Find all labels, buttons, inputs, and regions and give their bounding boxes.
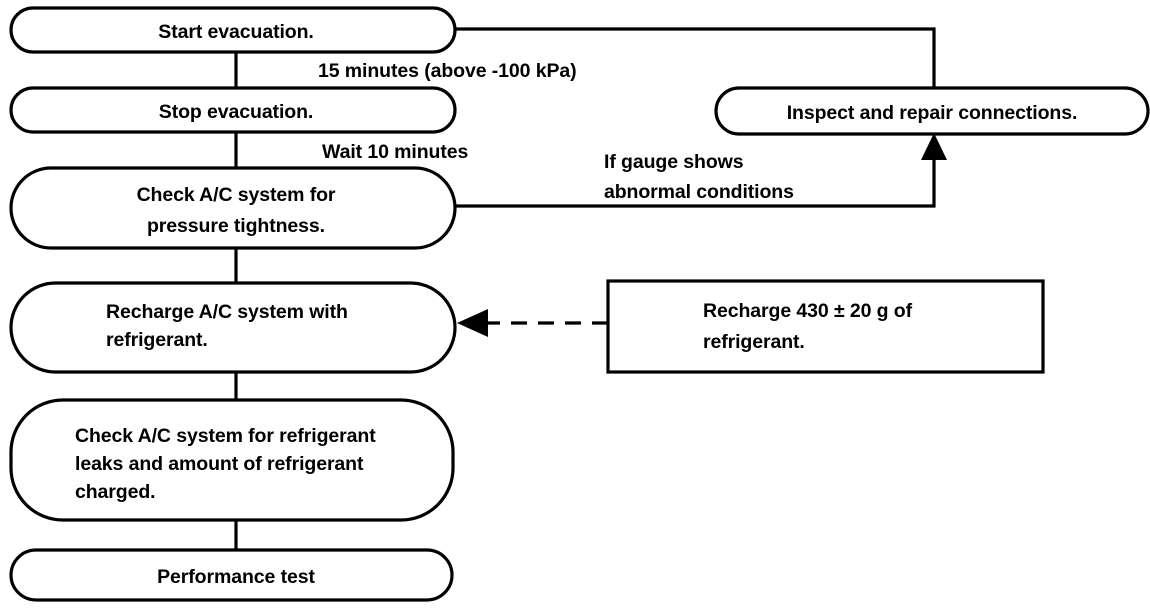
node-check-pressure-tightness-label-line2: pressure tightness. [147, 215, 325, 237]
edge-label-abnormal-conditions-line1: If gauge shows [604, 151, 744, 173]
edge-label-15-minutes: 15 minutes (above -100 kPa) [318, 60, 577, 82]
node-check-leaks-label-line3: charged. [75, 481, 155, 503]
edge-label-wait-10-minutes: Wait 10 minutes [322, 141, 468, 163]
node-recharge-system[interactable] [9, 281, 457, 374]
node-recharge-amount-note-label-line2: refrigerant. [703, 331, 805, 353]
node-start-evacuation-label: Start evacuation. [158, 21, 313, 43]
connector-check-pressure-to-inspect [455, 150, 936, 208]
arrowhead-left-to-recharge [457, 309, 488, 337]
node-recharge-amount-note[interactable] [606, 279, 1045, 374]
node-inspect-repair-connections-label: Inspect and repair connections. [787, 102, 1078, 124]
node-start-evacuation[interactable] [9, 6, 457, 54]
node-stop-evacuation[interactable] [9, 86, 457, 134]
node-performance-test[interactable] [9, 548, 454, 602]
node-check-pressure-tightness-label-line1: Check A/C system for [137, 184, 336, 206]
node-check-leaks-label-line1: Check A/C system for refrigerant [75, 425, 376, 447]
node-check-leaks-label-line2: leaks and amount of refrigerant [75, 453, 364, 475]
node-check-leaks[interactable] [9, 398, 455, 522]
node-recharge-system-label-line1: Recharge A/C system with [106, 301, 348, 323]
node-recharge-system-label-line2: refrigerant. [106, 329, 208, 351]
node-check-pressure-tightness[interactable] [9, 166, 457, 250]
node-inspect-repair-connections[interactable] [714, 86, 1150, 136]
connector-start-to-inspect [455, 27, 936, 88]
node-performance-test-label: Performance test [157, 566, 315, 588]
node-stop-evacuation-label: Stop evacuation. [159, 101, 313, 123]
node-recharge-amount-note-label-line1: Recharge 430 ± 20 g of [703, 300, 913, 322]
arrowhead-up-to-inspect [921, 133, 947, 160]
edge-label-abnormal-conditions-line2: abnormal conditions [604, 181, 794, 203]
